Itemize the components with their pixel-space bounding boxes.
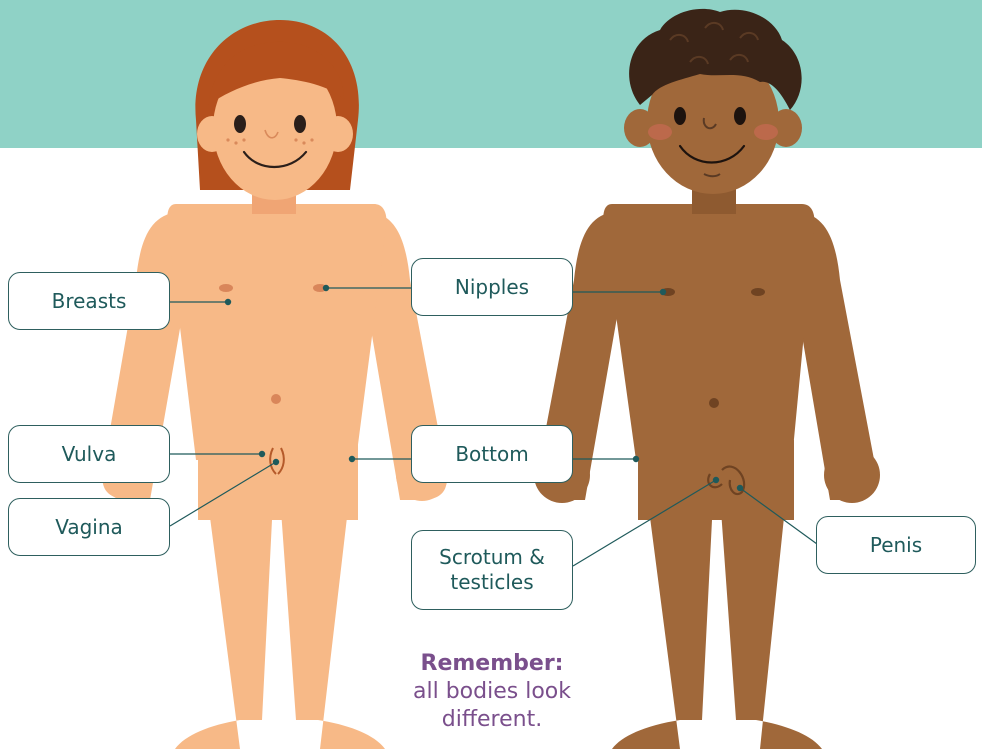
reminder-note: Remember: all bodies look different. [372, 650, 612, 734]
label-scrotum-testicles: Scrotum & testicles [411, 530, 573, 610]
right-figure-navel [709, 398, 719, 408]
label-scrotum-line2: testicles [450, 570, 533, 595]
label-breasts: Breasts [8, 272, 170, 330]
label-nipples-text: Nipples [455, 275, 529, 300]
left-figure-torso [167, 204, 386, 460]
right-figure-nipple-left [751, 288, 765, 296]
left-figure-nipple-right [219, 284, 233, 292]
right-figure-torso [603, 204, 814, 460]
top-banner [0, 0, 982, 148]
label-vulva: Vulva [8, 425, 170, 483]
left-figure-navel [271, 394, 281, 404]
label-vagina-text: Vagina [55, 515, 123, 540]
reminder-heading: Remember: [372, 650, 612, 678]
label-penis: Penis [816, 516, 976, 574]
label-penis-text: Penis [870, 533, 922, 558]
label-nipples: Nipples [411, 258, 573, 316]
reminder-line1: all bodies look [372, 678, 612, 706]
label-vagina: Vagina [8, 498, 170, 556]
reminder-line2: different. [372, 706, 612, 734]
label-scrotum-line1: Scrotum & [439, 545, 545, 570]
label-bottom: Bottom [411, 425, 573, 483]
label-bottom-text: Bottom [455, 442, 528, 467]
label-vulva-text: Vulva [62, 442, 117, 467]
label-breasts-text: Breasts [52, 289, 127, 314]
